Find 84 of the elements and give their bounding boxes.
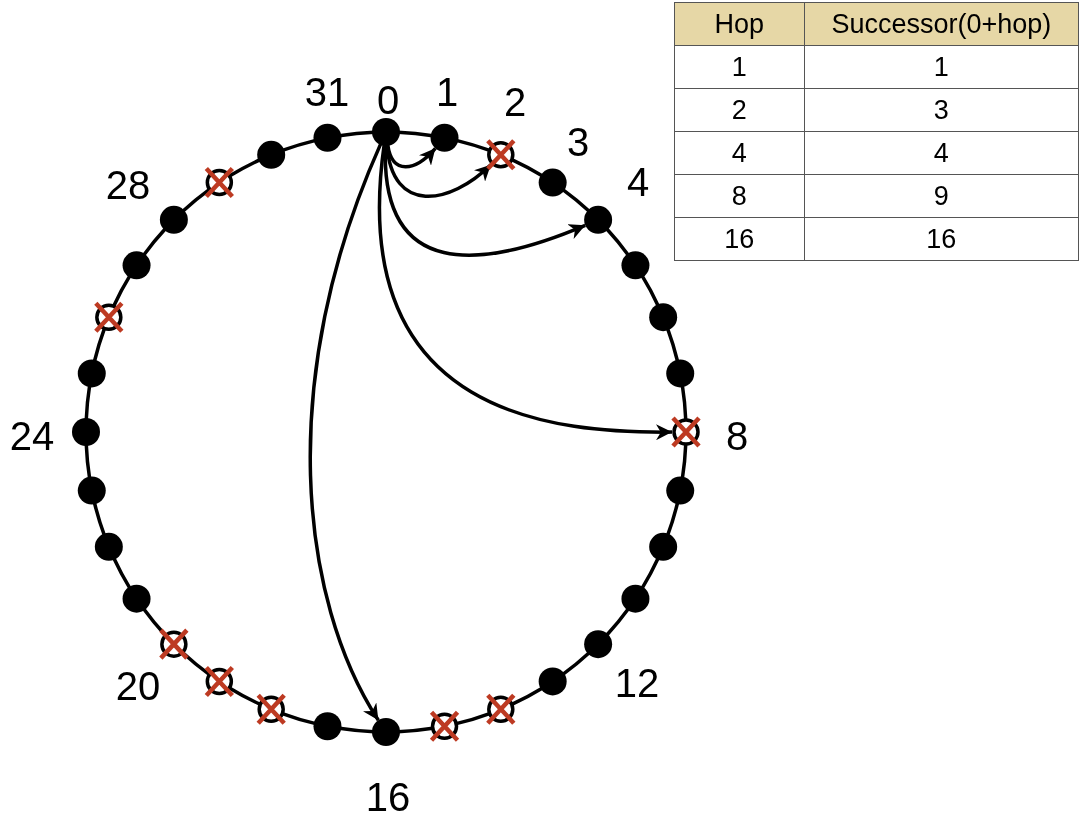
failed-node-circle: [204, 665, 235, 698]
table-cell: 4: [804, 131, 1079, 175]
node-dot: [621, 251, 650, 280]
node-dot: [72, 418, 100, 446]
ring-segment: [228, 686, 261, 706]
node-dot: [430, 123, 459, 152]
node-number: 16: [365, 777, 411, 817]
ring-segment: [181, 188, 211, 213]
table-cell: 9: [804, 174, 1079, 218]
node-number: 28: [105, 165, 151, 205]
table-cell: 2: [674, 88, 805, 132]
ring-segment: [665, 501, 680, 537]
node-dot: [584, 630, 613, 659]
failed-node-circle: [255, 692, 287, 726]
node-number: 31: [304, 72, 350, 112]
node-dot: [159, 205, 188, 234]
node-dot: [621, 584, 650, 613]
ring-segment: [84, 443, 92, 479]
node-dot: [372, 718, 400, 746]
node-number: 4: [626, 162, 650, 202]
node-dot: [666, 359, 695, 388]
header-cell: Hop: [674, 2, 805, 46]
node-dot: [77, 359, 106, 388]
table-cell: 4: [674, 131, 805, 175]
failed-node-circle: [485, 138, 517, 172]
node-dot: [649, 532, 678, 561]
arrow: [377, 144, 672, 440]
ring-segment: [92, 327, 107, 363]
ring-segment: [605, 227, 630, 257]
node-number: 8: [725, 416, 749, 456]
failed-node-circle: [93, 300, 125, 334]
ring-segment: [640, 557, 660, 590]
header-cell: Successor(0+hop): [804, 2, 1079, 46]
node-number: 20: [115, 666, 161, 706]
ring-segment: [511, 686, 544, 706]
failed-node-circle: [485, 692, 517, 726]
ring-segment: [605, 607, 630, 637]
node-dot: [538, 667, 567, 696]
arrow: [308, 143, 383, 722]
node-dot: [122, 584, 151, 613]
ring-segment: [397, 130, 433, 138]
node-dot: [538, 168, 567, 197]
node-number: 3: [566, 122, 590, 162]
node-dot: [94, 532, 123, 561]
node-dot: [372, 118, 400, 146]
node-dot: [77, 476, 106, 505]
failed-node-circle: [429, 710, 460, 743]
node-number: 12: [614, 663, 660, 703]
failed-node-circle: [670, 415, 702, 449]
ring-segment: [112, 557, 132, 590]
table-cell: 3: [804, 88, 1079, 132]
ring-segment: [228, 158, 261, 178]
ring-segment: [281, 138, 317, 153]
ring-segment: [680, 385, 688, 421]
ring-segment: [92, 501, 107, 537]
table-cell: 1: [674, 45, 805, 89]
node-number: 24: [9, 416, 55, 456]
node-dot: [257, 140, 286, 169]
ring-segment: [561, 651, 591, 676]
ring-segment: [640, 274, 660, 307]
node-dot: [122, 251, 151, 280]
ring-segment: [561, 188, 591, 213]
node-dot: [666, 476, 695, 505]
table-cell: 1: [804, 45, 1079, 89]
arrow: [386, 144, 437, 169]
node-number: 2: [503, 82, 527, 122]
node-dot: [649, 303, 678, 332]
failed-node-circle: [204, 166, 235, 199]
table-cell: 8: [674, 174, 805, 218]
table-cell: 16: [674, 217, 805, 261]
table-cell: 16: [804, 217, 1079, 261]
ring-segment: [112, 274, 132, 307]
node-number: 1: [435, 72, 459, 112]
node-dot: [584, 205, 613, 234]
node-dot: [313, 712, 342, 741]
ring-segment: [84, 385, 92, 421]
failed-node-circle: [158, 627, 190, 661]
ring-segment: [665, 327, 680, 363]
node-dot: [313, 123, 342, 152]
arrow: [383, 144, 586, 257]
ring-segment: [680, 443, 688, 479]
node-number: 0: [376, 80, 400, 120]
ring-segment: [511, 158, 544, 178]
ring-segment: [142, 227, 167, 257]
